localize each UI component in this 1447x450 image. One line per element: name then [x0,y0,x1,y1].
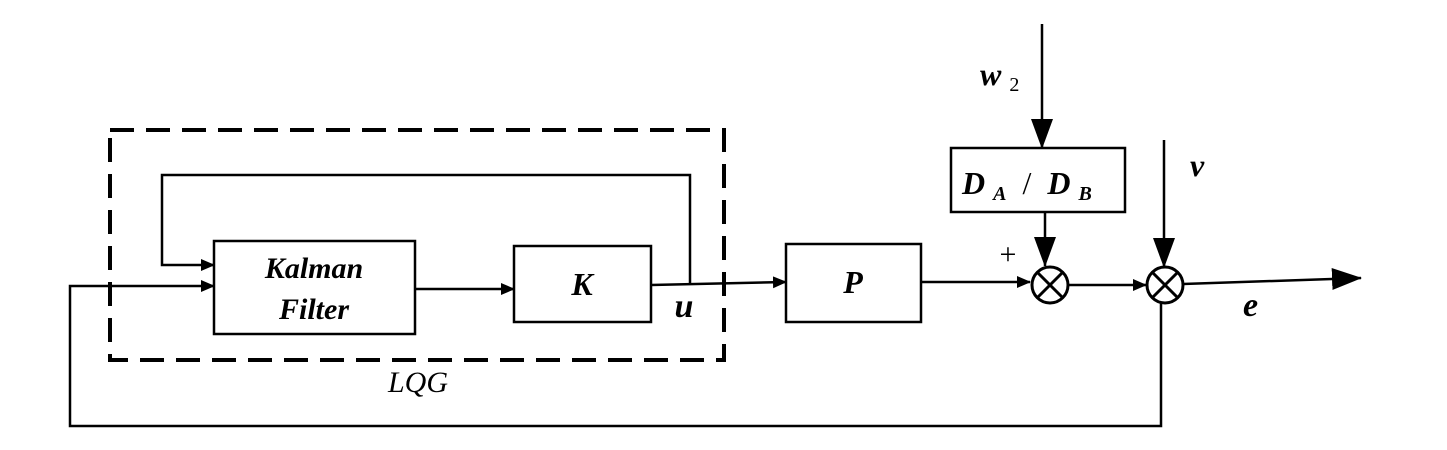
kalman-filter-label-line2: Filter [278,293,349,326]
disturbance-dynamics-block [949,146,1127,214]
w2-label: w 2 [980,56,1019,96]
u-signal-wire [650,276,787,289]
lqg-label: LQG [387,366,448,399]
kalman-filter-block [212,239,417,336]
outer-feedback-wire [68,280,1163,428]
w2-label-main: w [980,56,1002,92]
e-output-wire [1182,267,1362,290]
e-label: e [1243,287,1258,324]
u-signal-label: u [675,288,694,325]
summing-junction-1 [1030,265,1070,305]
da-sub: A [991,183,1006,205]
plus-sign: + [1000,238,1017,271]
v-label: v [1190,147,1205,183]
plant-p-block [784,242,923,324]
gain-k-label: K [570,266,595,302]
summing-junction-2 [1145,265,1185,305]
disturbance-dynamics-label: D A / D B [961,165,1092,207]
db-sub: B [1077,183,1091,205]
da-db-slash: / [1022,165,1031,201]
db-main: D [1046,165,1070,201]
da-main: D [961,165,985,201]
internal-feedback-wire [160,173,692,285]
lqg-controller-boundary [108,128,726,362]
plant-p-label: P [842,264,863,300]
w2-label-sub: 2 [1009,74,1019,96]
kalman-filter-label-line1: Kalman [264,252,363,285]
gain-k-block [512,244,653,324]
